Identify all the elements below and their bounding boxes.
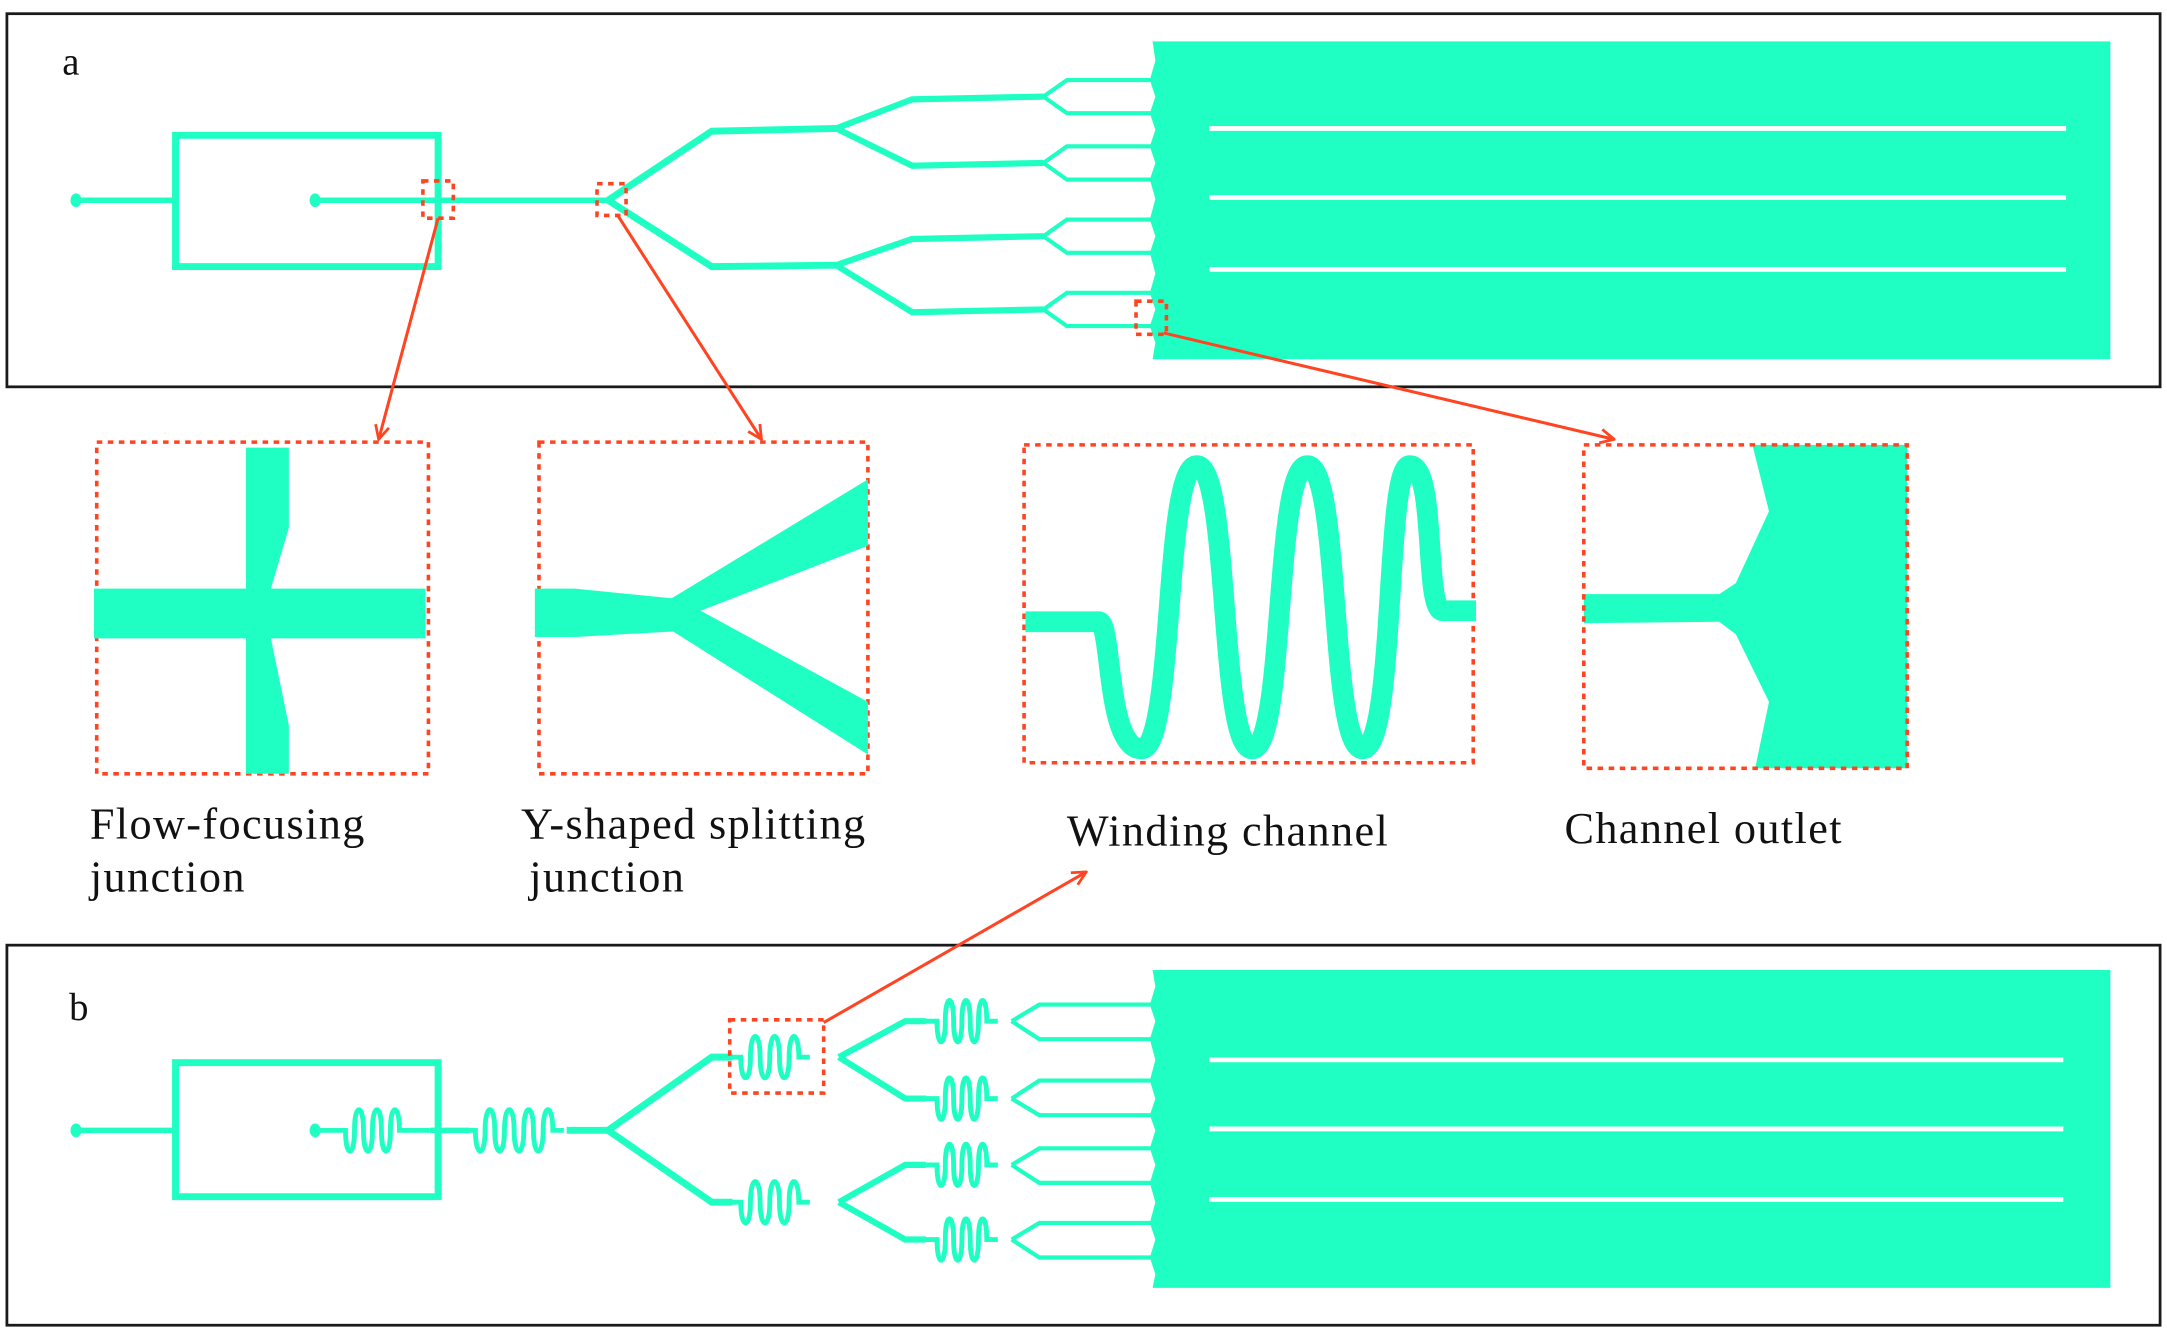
- split-level-1-lower: [606, 1127, 733, 1206]
- inset-flow-focusing: Flow-focusing junction: [88, 440, 431, 901]
- panel-a-label: a: [62, 41, 79, 83]
- panel-a: a: [5, 12, 2162, 440]
- split-level-2: [837, 1161, 926, 1205]
- split-level-2: [837, 1054, 926, 1102]
- winding-channel-segment: [315, 1107, 430, 1154]
- split-level-3: [1042, 77, 1156, 329]
- collection-chamber: [1149, 41, 2111, 360]
- panel-b: b: [5, 872, 2162, 1327]
- split-level-3: [1010, 1002, 1156, 1260]
- winding-channel-segment: [925, 1216, 998, 1263]
- panel-a-outlet-chamber: [1149, 41, 2111, 360]
- winding-channel-segment: [925, 1075, 998, 1122]
- highlight-y-junction: [595, 181, 628, 218]
- split-level-2: [835, 93, 1044, 132]
- winding-channel-segment: [925, 998, 998, 1045]
- panel-b-winding-channels: [315, 998, 998, 1263]
- panel-b-outlet-chamber: [1149, 970, 2111, 1288]
- inset-channel-outlet: Channel outlet: [1564, 443, 1909, 853]
- highlight-outlet: [1134, 299, 1169, 337]
- panel-a-frame: [5, 12, 2162, 389]
- inset-winding-channel: Winding channel: [1022, 443, 1476, 856]
- caption-winding: Winding channel: [1067, 807, 1389, 856]
- caption-flow-focusing-line2: junction: [88, 852, 246, 901]
- inset-y-junction: Y-shaped splitting junction: [521, 440, 870, 901]
- panel-a-inlet: [70, 131, 609, 271]
- inset-frame: [1581, 443, 1909, 771]
- caption-y-junction-line2: junction: [527, 852, 685, 901]
- y-junction-shape: [534, 479, 868, 755]
- arrow-to-y-junction-inset: [616, 214, 762, 439]
- caption-y-junction-line1: Y-shaped splitting: [521, 800, 866, 849]
- winding-channel-segment: [729, 1179, 810, 1226]
- split-level-2: [837, 1018, 926, 1060]
- split-level-1-upper: [606, 1053, 733, 1134]
- arrow-to-winding-inset: [822, 872, 1087, 1024]
- panel-b-label: b: [69, 987, 88, 1029]
- panel-b-frame: [5, 943, 2162, 1327]
- split-level-2: [835, 233, 1044, 269]
- split-level-2: [837, 1199, 926, 1243]
- winding-channel-segment: [464, 1107, 564, 1154]
- split-level-2: [834, 125, 1044, 169]
- split-level-1-lower: [606, 197, 837, 271]
- split-level-1-upper: [606, 124, 837, 204]
- winding-channel-segment: [925, 1141, 998, 1189]
- panel-b-split-tree: [606, 1002, 1156, 1260]
- arrow-to-flow-focusing-inset: [379, 217, 440, 439]
- caption-flow-focusing-line1: Flow-focusing: [90, 800, 366, 849]
- split-level-2: [834, 262, 1044, 316]
- channel-outlet-shape: [1583, 444, 1908, 769]
- caption-outlet: Channel outlet: [1564, 804, 1842, 853]
- flow-focusing-junction-shape: [93, 447, 426, 774]
- winding-channel-segment: [729, 1034, 810, 1081]
- panel-a-split-tree: [606, 77, 1156, 329]
- arrow-to-outlet-inset: [1163, 331, 1615, 439]
- winding-channel-path: [1025, 455, 1476, 760]
- highlight-winding-channel: [727, 1017, 826, 1095]
